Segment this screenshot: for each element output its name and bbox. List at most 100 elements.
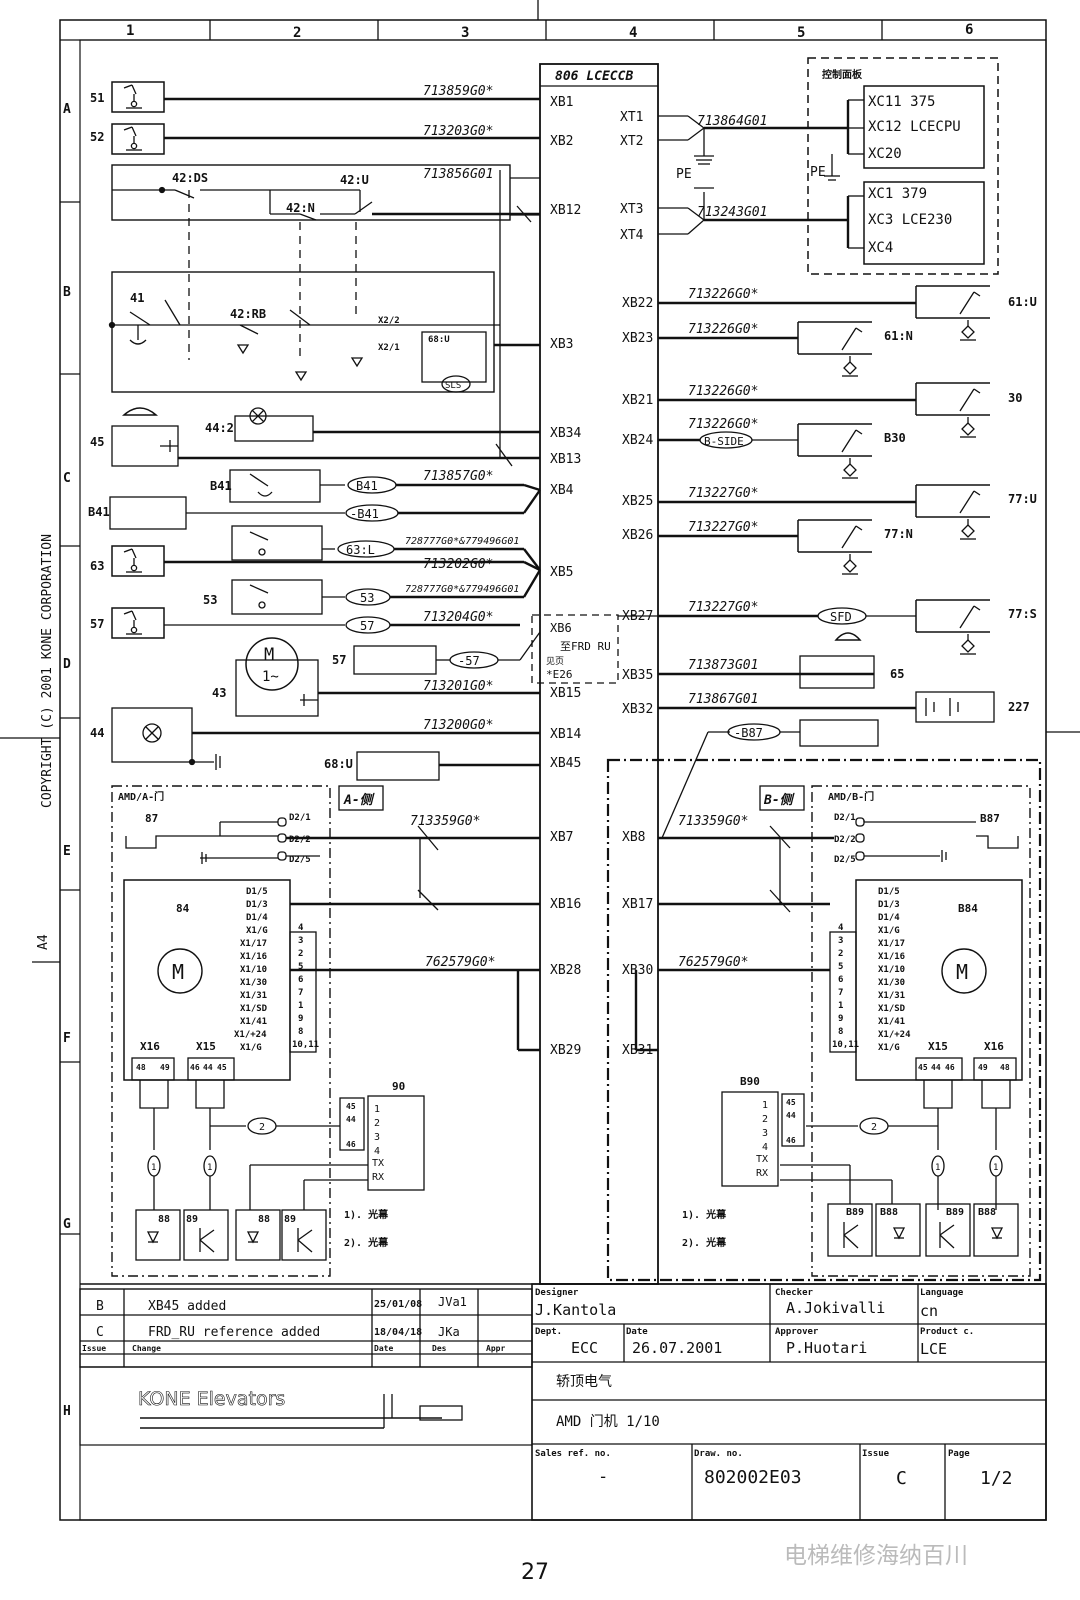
- b-x15-46: 46: [945, 1063, 955, 1072]
- tb-page-label: Page: [948, 1449, 970, 1459]
- terminal-xb5: XB5: [550, 565, 573, 580]
- column-markers: 1 2 3 4 5 6: [126, 20, 973, 41]
- a-b90-3: 3: [374, 1132, 380, 1143]
- b41-wire: B41: [356, 479, 378, 493]
- device-41: 41: [130, 291, 144, 305]
- rev-b-change: XB45 added: [148, 1299, 226, 1314]
- a-pin-d13: D1/3: [246, 900, 268, 910]
- wire-sfd: SFD: [830, 610, 852, 624]
- device-b41: B41: [210, 479, 232, 493]
- device-77s: 77:S: [1008, 607, 1037, 621]
- tb-dept: ECC: [571, 1339, 598, 1357]
- terminal-xb2: XB2: [550, 134, 573, 149]
- b-num-10-11: 10,11: [832, 1040, 859, 1050]
- b-side-door: B-侧 AMD/B-门 B87 D2/1 D2/2 D2/5 713359G0*…: [606, 758, 1042, 1282]
- b-note-1: 1). 光幕: [682, 1208, 727, 1221]
- tb-language-label: Language: [920, 1288, 964, 1298]
- terminal-xt3: XT3: [620, 202, 643, 217]
- col-5: 5: [797, 25, 805, 41]
- device-68u: 68:U: [428, 335, 450, 345]
- a-s88b: 88: [258, 1214, 270, 1225]
- b-b87-label: B87: [980, 812, 1000, 825]
- a-note-2: 2). 光幕: [344, 1236, 389, 1249]
- device-42u: 42:U: [340, 173, 369, 187]
- b-pin-x110: X1/10: [878, 965, 905, 975]
- a-b87-label: 87: [145, 812, 158, 825]
- rev-c-change: FRD_RU reference added: [148, 1325, 320, 1340]
- cp-xc4: XC4: [868, 240, 893, 256]
- a-side-door: AMD/A-门 A-侧 87 D2/1 D2/2 D2/5 713359G0* …: [111, 785, 540, 1277]
- a-x15-46: 46: [190, 1063, 200, 1072]
- copyright-text: COPYRIGHT (C) 2001 KONE CORPORATION: [40, 534, 55, 808]
- col-4: 4: [629, 25, 637, 41]
- tb-product: LCE: [920, 1340, 947, 1358]
- terminal-xb17: XB17: [622, 897, 653, 912]
- terminal-xb28: XB28: [550, 963, 581, 978]
- cable-713226-c: 713226G0*: [688, 384, 758, 399]
- terminal-xb21: XB21: [622, 393, 653, 408]
- a-note-1: 1). 光幕: [344, 1208, 389, 1221]
- a-num-10-11: 10,11: [292, 1040, 319, 1050]
- right-circuits: 713226G0* 61:U 713226G0* 61:N 713226G0* …: [618, 285, 1037, 839]
- a-b90-44: 44: [346, 1115, 356, 1124]
- terminal-xb24: XB24: [622, 433, 653, 448]
- terminal-xb29: XB29: [550, 1043, 581, 1058]
- watermark-text: 电梯维修海纳百川: [784, 1543, 968, 1569]
- b-b84-label: B84: [958, 902, 978, 915]
- tb-sales: -: [598, 1467, 608, 1487]
- a-motor-m: M: [172, 960, 184, 984]
- left-terminals: XB1 XB2 XB12 XB3 XB34 XB13 XB4 XB5 XB15 …: [550, 95, 581, 1058]
- b-s89: B89: [846, 1207, 864, 1218]
- b-b90: B90: [740, 1075, 760, 1088]
- b-num-8: 8: [838, 1027, 843, 1037]
- tb-approver-label: Approver: [775, 1327, 819, 1337]
- a-pin-d14: D1/4: [246, 913, 268, 923]
- e26-label: *E26: [546, 668, 573, 681]
- tb-language: cn: [920, 1302, 938, 1320]
- a-b84-label: 84: [176, 902, 190, 915]
- rev-c-date: 18/04/18: [374, 1327, 422, 1338]
- wire-minus-57: -57: [458, 654, 480, 668]
- device-77u: 77:U: [1008, 492, 1037, 506]
- b-b90-44: 44: [786, 1111, 796, 1120]
- a-pin-labels: D1/5 D1/3 D1/4 X1/G X1/17 X1/16 X1/10 X1…: [234, 887, 268, 1053]
- terminal-xb16: XB16: [550, 897, 581, 912]
- rev-c-issue: C: [96, 1325, 104, 1340]
- tb-approver: P.Huotari: [786, 1339, 867, 1357]
- b-pin-x1sd: X1/SD: [878, 1004, 906, 1014]
- b-b90-3: 3: [762, 1128, 768, 1139]
- tb-draw-label: Draw. no.: [694, 1449, 743, 1459]
- terminal-xb32: XB32: [622, 702, 653, 717]
- cp-xc12: XC12 LCECPU: [868, 119, 961, 135]
- row-E: E: [63, 844, 71, 859]
- device-53: 53: [203, 593, 217, 607]
- cable-713226-a: 713226G0*: [688, 287, 758, 302]
- terminal-xb12: XB12: [550, 203, 581, 218]
- b-side-title: AMD/B-门: [828, 790, 874, 803]
- device-52: 52: [90, 130, 104, 144]
- a-num-4: 4: [298, 923, 304, 933]
- b-motor-m: M: [956, 960, 968, 984]
- cable-713857: 713857G0*: [423, 469, 493, 484]
- a-b90-2: 2: [374, 1118, 380, 1129]
- b-s88: B88: [880, 1207, 898, 1218]
- b-s88b: B88: [978, 1207, 996, 1218]
- a-d22: D2/2: [289, 835, 311, 845]
- a-num-1: 1: [298, 1001, 303, 1011]
- device-61n: 61:N: [884, 329, 913, 343]
- main-board-title: 806 LCECCB: [555, 69, 633, 84]
- x22-label: X2/2: [378, 316, 400, 326]
- b-num-9: 9: [838, 1014, 843, 1024]
- rev-header-des: Des: [432, 1344, 447, 1353]
- b-num-4: 4: [838, 923, 844, 933]
- device-77n: 77:N: [884, 527, 913, 541]
- tb-product-label: Product c.: [920, 1327, 974, 1337]
- a-b90-46: 46: [346, 1140, 356, 1149]
- b-x16-49: 49: [978, 1063, 988, 1072]
- tb-checker: A.Jokivalli: [786, 1299, 885, 1317]
- a-s89b: 89: [284, 1214, 296, 1225]
- cable-713226-b: 713226G0*: [688, 322, 758, 337]
- a-x15: X15: [196, 1040, 216, 1053]
- b-pin-labels: D1/5 D1/3 D1/4 X1/G X1/17 X1/16 X1/10 X1…: [878, 887, 911, 1053]
- device-42n: 42:N: [286, 201, 315, 215]
